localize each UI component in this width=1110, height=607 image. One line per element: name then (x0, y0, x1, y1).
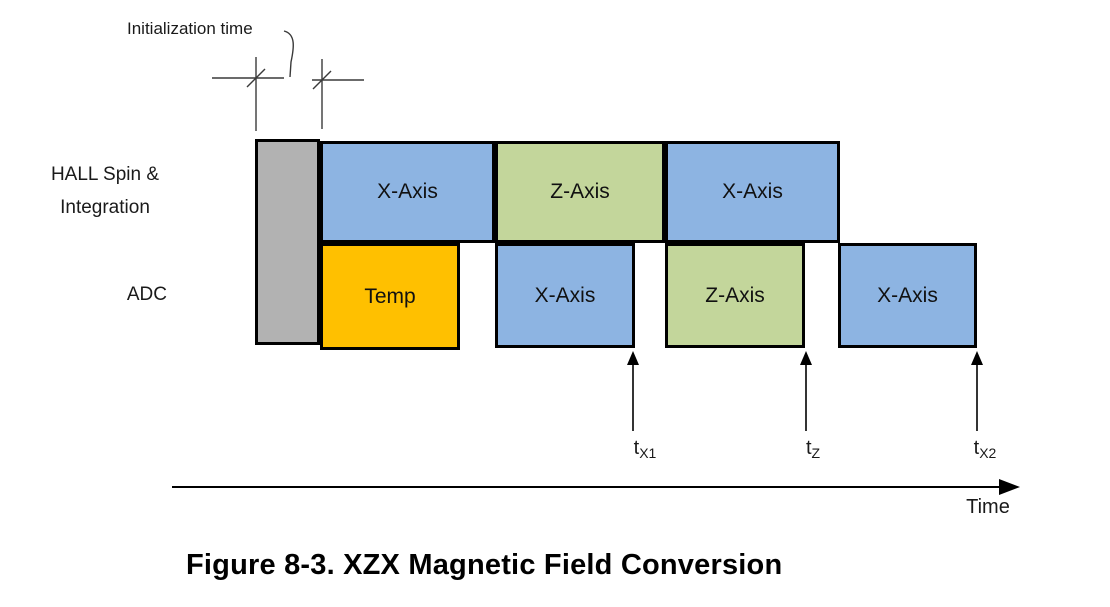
timestamp-base: t (805, 437, 812, 459)
timestamp-sub: Z (811, 445, 821, 461)
time-axis-arrowhead (999, 479, 1020, 495)
tz-arrowhead (800, 351, 812, 365)
timestamp-tx1: tX1 (634, 437, 657, 461)
timestamp-tz: tZ (806, 437, 820, 461)
dim-slash-left (246, 68, 266, 88)
initialization-time-label: Initialization time (127, 19, 253, 38)
timestamp-base: t (633, 437, 640, 459)
adc-x-axis-block-1: X-Axis (495, 243, 635, 348)
row-label-adc: ADC (126, 284, 167, 305)
time-axis-label: Time (966, 496, 1010, 518)
adc-temp-block: Temp (320, 243, 460, 350)
adc-z-axis-block: Z-Axis (665, 243, 805, 348)
row-label-hall-line2: Integration (60, 197, 150, 218)
initialization-block (255, 139, 320, 345)
block-label: Z-Axis (550, 180, 610, 203)
timestamp-sub: X1 (639, 445, 657, 461)
init-dimension-marks (212, 30, 364, 131)
dim-slash-right (312, 70, 332, 90)
adc-x-axis-block-2: X-Axis (838, 243, 977, 348)
timestamp-tx2: tX2 (974, 437, 997, 461)
hall-x-axis-block-2: X-Axis (665, 141, 840, 243)
hall-x-axis-block-1: X-Axis (320, 141, 495, 243)
block-label: X-Axis (877, 283, 938, 307)
time-axis (172, 479, 1020, 495)
initialization-leader-line (283, 30, 294, 78)
block-label: Temp (364, 284, 416, 308)
row-label-hall: HALL Spin & Integration (22, 158, 188, 224)
event-arrows (627, 351, 983, 431)
row-label-hall-line1: HALL Spin & (50, 164, 160, 185)
timestamp-sub: X2 (979, 445, 997, 461)
block-label: X-Axis (722, 180, 783, 203)
block-label: Z-Axis (705, 283, 765, 307)
figure-caption: Figure 8-3. XZX Magnetic Field Conversio… (186, 549, 783, 581)
block-label: X-Axis (377, 180, 438, 203)
tx2-arrowhead (971, 351, 983, 365)
block-label: X-Axis (534, 283, 596, 307)
tx1-arrowhead (627, 351, 639, 365)
hall-z-axis-block: Z-Axis (495, 141, 665, 243)
timestamp-base: t (973, 437, 980, 459)
